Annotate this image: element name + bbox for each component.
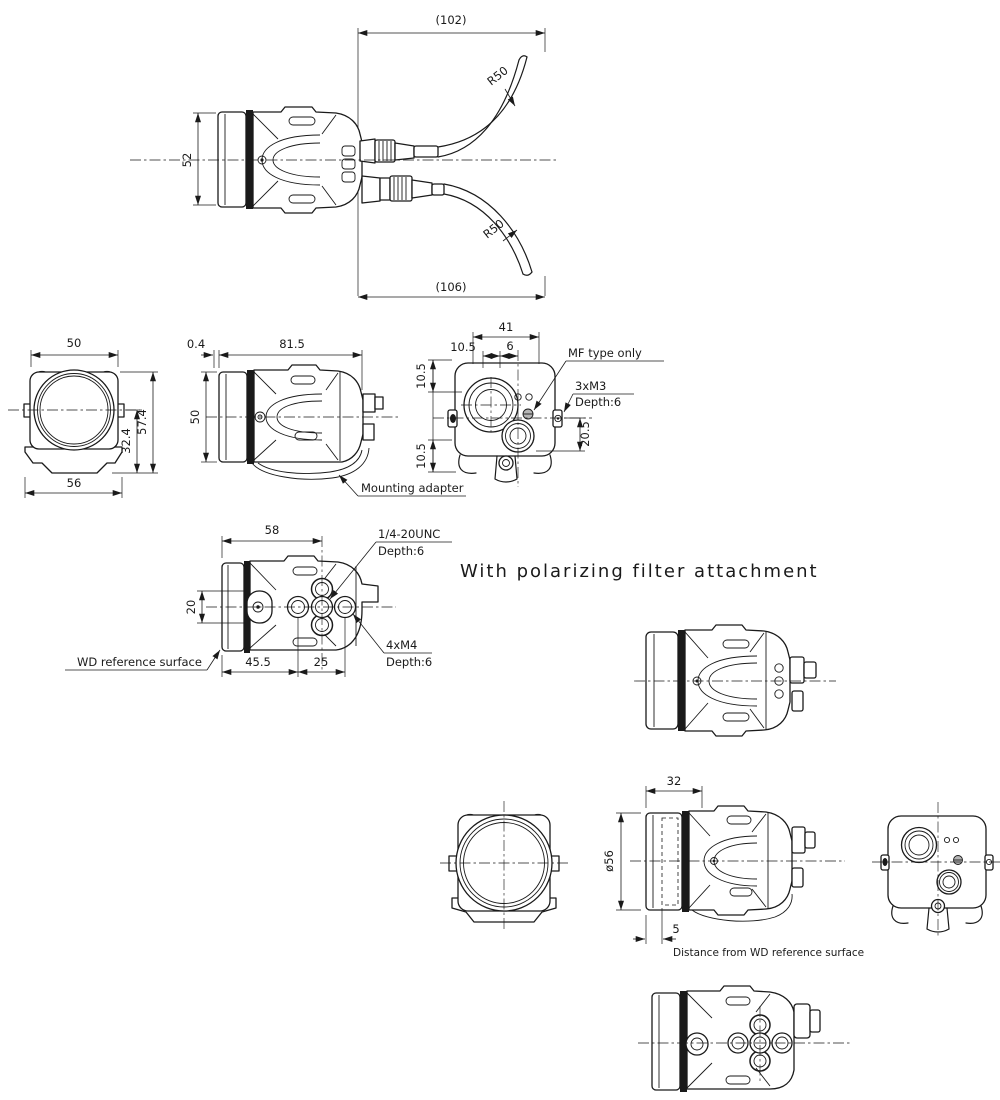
filter-top-view bbox=[634, 624, 836, 737]
mounting-adapter-label: Mounting adapter bbox=[361, 481, 464, 495]
mf-type-label: MF type only bbox=[568, 346, 642, 360]
dim-r50-lower: R50 bbox=[480, 216, 506, 241]
dim-r50-upper: R50 bbox=[484, 63, 510, 88]
dim-102: (102) bbox=[436, 13, 467, 27]
dim-32-filter: 32 bbox=[667, 774, 682, 788]
lens-ring bbox=[246, 110, 253, 209]
dim-20-5: 20.5 bbox=[578, 421, 592, 447]
dim-58: 58 bbox=[265, 523, 280, 537]
filter-front-view bbox=[440, 801, 570, 930]
dim-5: 5 bbox=[672, 922, 679, 936]
dim-50-front: 50 bbox=[67, 336, 82, 350]
dim-20: 20 bbox=[184, 600, 198, 615]
dim-41: 41 bbox=[499, 320, 514, 334]
sensor-body bbox=[684, 624, 791, 737]
polarizing-filter-cap bbox=[651, 992, 681, 1091]
sensor-body bbox=[253, 364, 364, 463]
tripod-depth-label: Depth:6 bbox=[378, 544, 424, 558]
lower-connector bbox=[361, 175, 445, 204]
polarizing-filter-cap bbox=[645, 631, 679, 730]
dim-25: 25 bbox=[314, 655, 329, 669]
dim-dia-56: ø56 bbox=[602, 850, 616, 872]
dim-10-5-bottom: 10.5 bbox=[414, 443, 428, 469]
mounting-adapter-outline bbox=[251, 447, 370, 480]
rear-view: 41 10.5 6 10.5 10.5 20.5 MF type only 3x… bbox=[414, 320, 664, 487]
dim-45-5: 45.5 bbox=[245, 655, 271, 669]
polarizing-filter-cap bbox=[645, 812, 683, 911]
dim-10-5-top: 10.5 bbox=[414, 363, 428, 389]
wd-surface-hidden-line bbox=[661, 817, 679, 906]
dim-106: (106) bbox=[436, 280, 467, 294]
wd-reference-label: WD reference surface bbox=[77, 655, 202, 669]
m4-thread-label: 4xM4 bbox=[386, 638, 417, 652]
filter-bottom-view bbox=[638, 985, 852, 1092]
side-view: 0.4 81.5 50 Mounting adapter bbox=[187, 337, 466, 497]
section-heading: With polarizing filter attachment bbox=[460, 561, 819, 582]
top-view-with-cables: (102) (106) 52 R50 R50 bbox=[130, 13, 556, 300]
lower-cable bbox=[443, 183, 533, 276]
connector-circle bbox=[936, 869, 962, 895]
m3-thread-label: 3xM3 bbox=[575, 379, 606, 393]
dim-50-side: 50 bbox=[188, 410, 202, 425]
lens-circle bbox=[900, 826, 938, 864]
filter-rear-view bbox=[872, 802, 1000, 936]
m3-depth-label: Depth:6 bbox=[575, 395, 621, 409]
dim-52: 52 bbox=[180, 153, 194, 168]
tripod-thread-label: 1/4-20UNC bbox=[378, 527, 440, 541]
mounting-bracket bbox=[24, 446, 123, 474]
screw-detail bbox=[685, 1032, 709, 1056]
dim-56: 56 bbox=[67, 476, 82, 490]
lens-hood bbox=[217, 111, 247, 208]
front-view: 50 56 57.4 32.4 bbox=[8, 336, 158, 498]
distance-note: Distance from WD reference surface bbox=[673, 947, 864, 959]
upper-cable bbox=[437, 55, 528, 158]
dim-6: 6 bbox=[506, 339, 513, 353]
filter-side-view: 32 ø56 5 Distance from WD reference surf… bbox=[602, 774, 864, 959]
dim-32-4: 32.4 bbox=[119, 428, 133, 454]
m4-depth-label: Depth:6 bbox=[386, 655, 432, 669]
dim-81-5: 81.5 bbox=[279, 337, 305, 351]
upper-connector bbox=[359, 138, 439, 164]
dim-0-4: 0.4 bbox=[187, 337, 205, 351]
bottom-view: 58 20 45.5 25 1/4-20UNC Depth:6 4xM4 Dep… bbox=[65, 523, 452, 677]
dim-10-5-left: 10.5 bbox=[450, 340, 476, 354]
